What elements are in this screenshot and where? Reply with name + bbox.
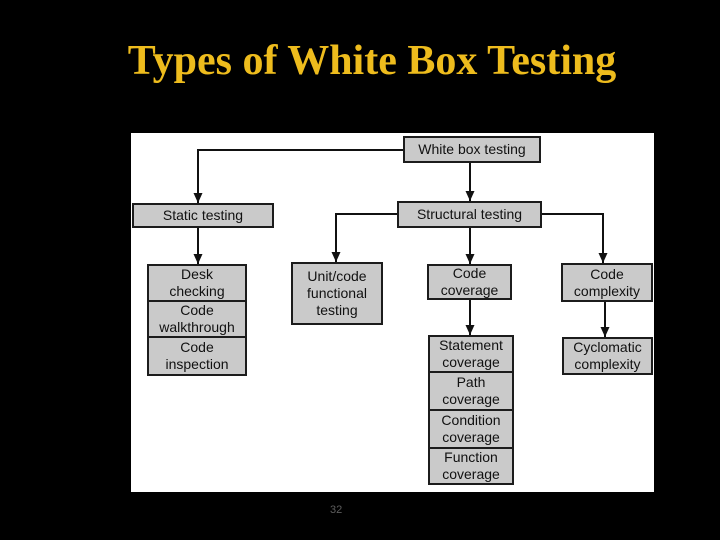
node-path-coverage: Path coverage — [428, 371, 514, 411]
node-condition-coverage: Condition coverage — [428, 409, 514, 449]
node-statement-coverage: Statement coverage — [428, 335, 514, 373]
node-code-coverage: Code coverage — [427, 264, 512, 300]
diagram-panel: White box testing Static testing Structu… — [131, 133, 654, 492]
slide-title: Types of White Box Testing — [127, 38, 617, 84]
node-static-testing: Static testing — [132, 203, 274, 228]
edge-structural-to-unitcode — [331, 213, 397, 262]
node-function-coverage: Function coverage — [428, 447, 514, 485]
node-code-walkthrough: Code walkthrough — [147, 300, 247, 338]
node-code-inspection: Code inspection — [147, 336, 247, 376]
node-structural-testing: Structural testing — [397, 201, 542, 228]
node-white-box-testing: White box testing — [403, 136, 541, 163]
connector-lines — [193, 149, 610, 337]
edge-structural-to-codecomplexity — [542, 213, 608, 263]
edge-whitebox-to-static — [193, 149, 403, 203]
node-desk-checking: Desk checking — [147, 264, 247, 302]
node-cyclomatic-complexity: Cyclomatic complexity — [562, 337, 653, 375]
page-number: 32 — [330, 504, 343, 516]
node-unit-code-functional-testing: Unit/code functional testing — [291, 262, 383, 325]
node-code-complexity: Code complexity — [561, 263, 653, 302]
